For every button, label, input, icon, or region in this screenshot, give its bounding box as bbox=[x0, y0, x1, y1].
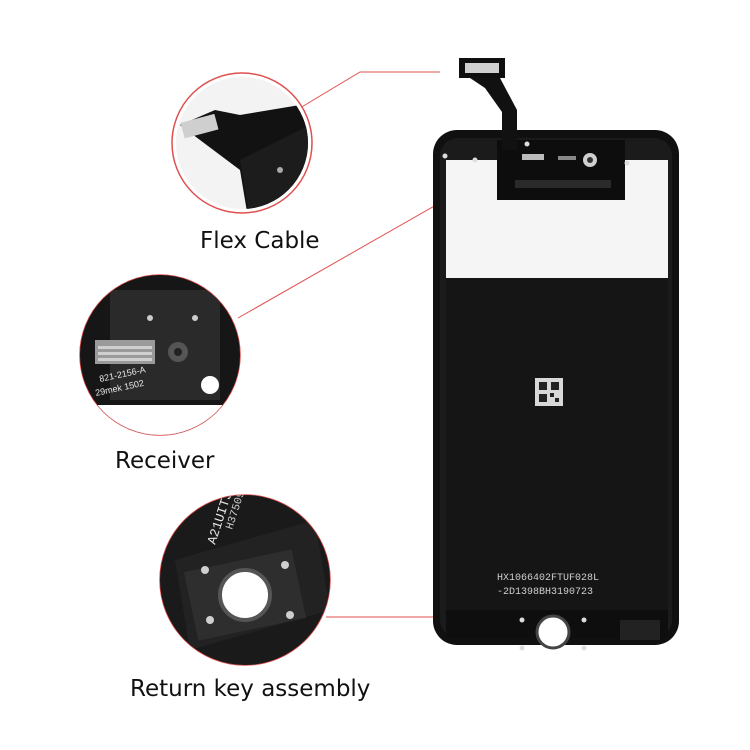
line-flex-cable bbox=[299, 71, 440, 109]
top-bracket bbox=[497, 140, 625, 200]
phone-code-2: -2D1398BH3190723 bbox=[497, 587, 593, 598]
flex-cable-detail bbox=[171, 72, 313, 214]
home-button-hole bbox=[535, 614, 571, 650]
back-panel bbox=[446, 278, 668, 618]
receiver-detail: 821-2156-A 29mek 1502 bbox=[79, 274, 241, 436]
flex-cable bbox=[459, 58, 517, 150]
home-ring bbox=[218, 568, 272, 622]
return-key-detail: A21UIT390TF01 H37509UPFT bbox=[159, 494, 331, 666]
label-receiver: Receiver bbox=[115, 448, 215, 474]
label-flex-cable: Flex Cable bbox=[200, 228, 320, 254]
phone-code-1: HX1066402FTUF028L bbox=[497, 573, 599, 584]
lcd-assembly bbox=[433, 130, 679, 651]
label-return-key-assembly: Return key assembly bbox=[130, 676, 371, 702]
